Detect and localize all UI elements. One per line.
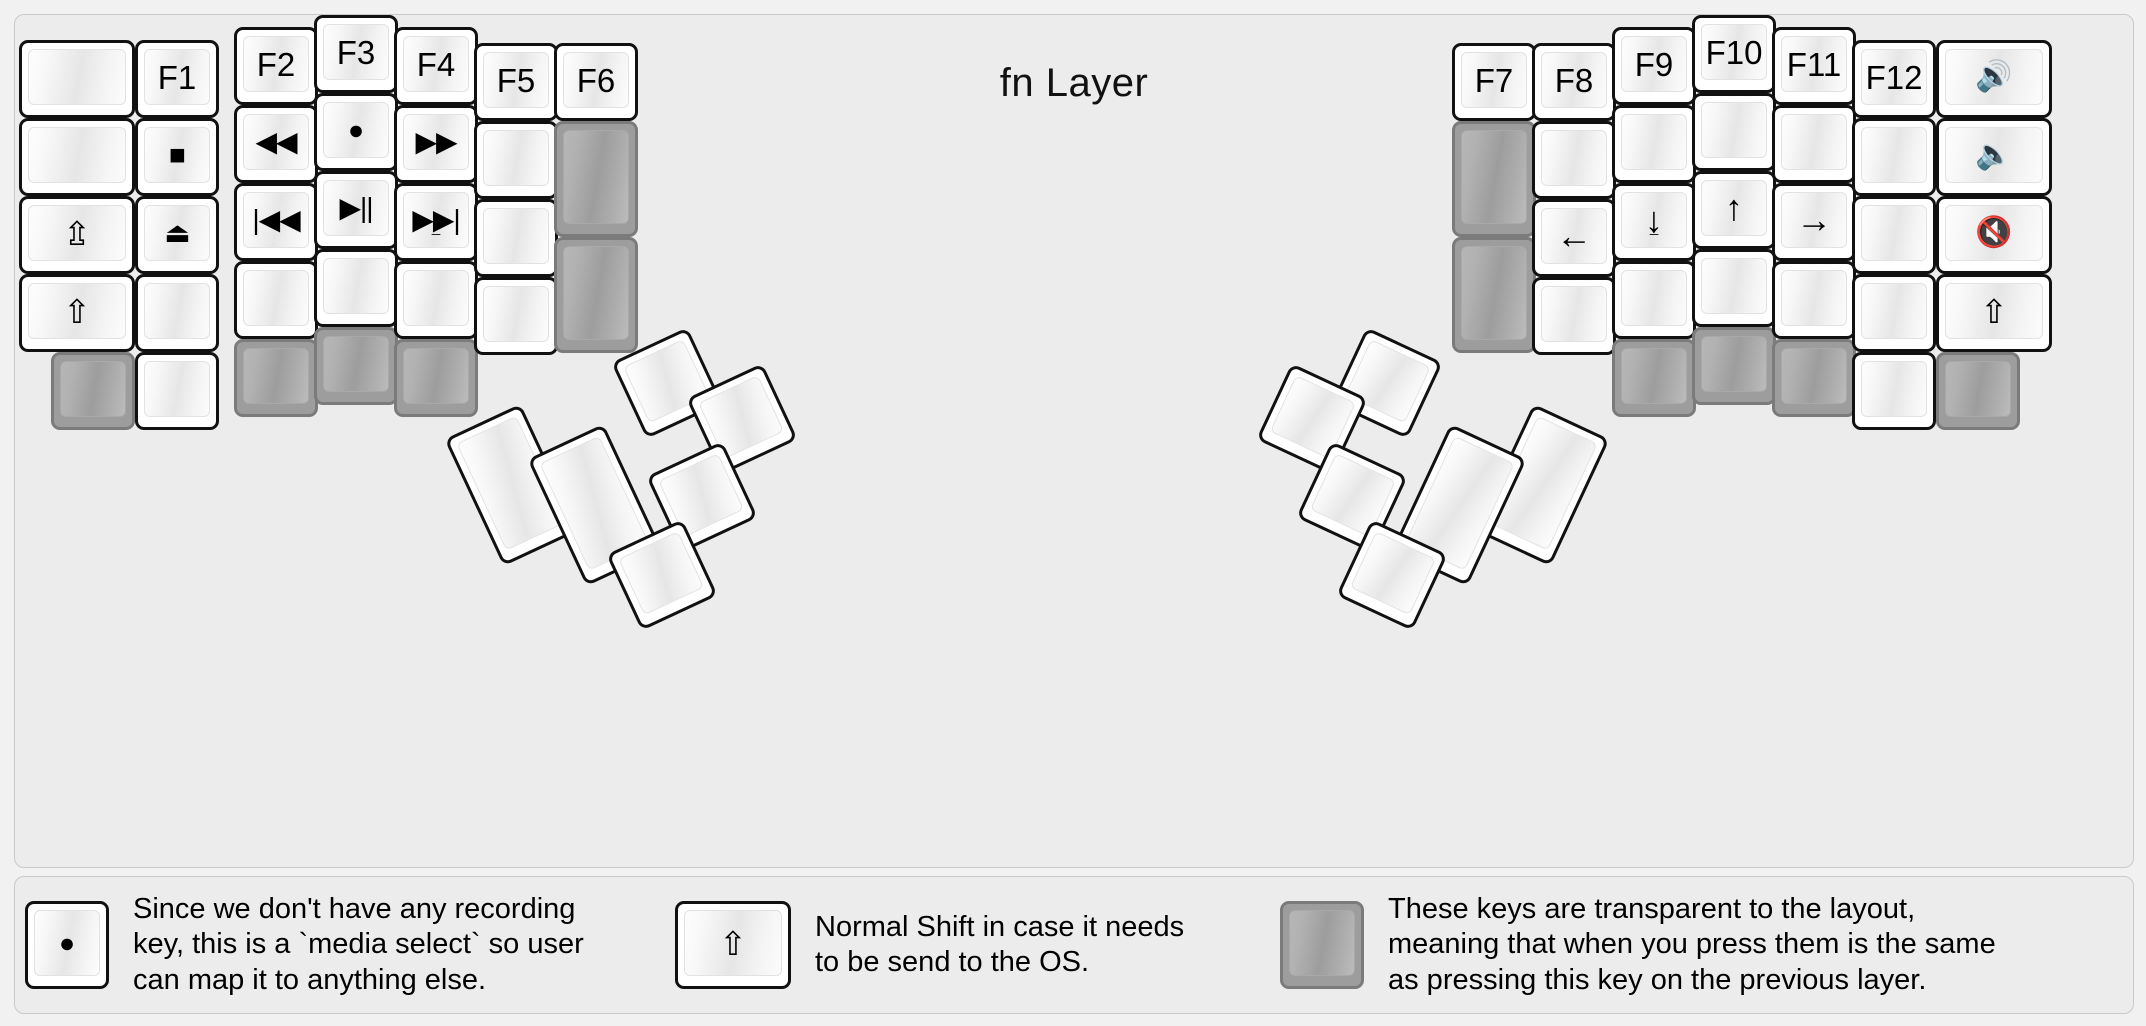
key-transparent-8[interactable] <box>1452 237 1536 353</box>
shift-icon: ⇧ <box>719 924 747 962</box>
key-transparent-10[interactable] <box>1692 327 1776 405</box>
legend-normal-shift: ⇧ Normal Shift in case it needs to be se… <box>675 889 1255 1001</box>
key-media-select[interactable]: ● <box>314 93 398 171</box>
key-transparent-3[interactable] <box>314 327 398 405</box>
key-rewind[interactable]: ◀◀ <box>234 105 318 183</box>
key-fast-forward[interactable]: ▶▶ <box>394 105 478 183</box>
key-f3[interactable]: F3 <box>314 15 398 93</box>
key-blank-14[interactable] <box>1612 261 1696 339</box>
arrow-left-icon: ← <box>1556 215 1592 256</box>
key-transparent-6[interactable] <box>554 237 638 353</box>
legend-transparent-keys-text: These keys are transparent to the layout… <box>1388 892 1996 996</box>
key-blank-13[interactable] <box>1612 105 1696 183</box>
legend-key-normal-shift[interactable]: ⇧ <box>675 901 791 989</box>
key-blank-17[interactable] <box>1772 105 1856 183</box>
key-caps-shift[interactable]: ⇫ <box>19 196 135 274</box>
key-blank-10[interactable] <box>474 277 558 355</box>
key-f4[interactable]: F4 <box>394 27 478 105</box>
key-transparent-11[interactable] <box>1772 339 1856 417</box>
shift-icon: ⇧ <box>1980 292 2008 330</box>
legend-bar: ● Since we don't have any recording key,… <box>14 876 2134 1014</box>
key-arrow-down[interactable]: ↓_ <box>1612 183 1696 261</box>
key-blank-3[interactable] <box>135 274 219 352</box>
media-next-track-icon: ▶▶| <box>412 204 460 235</box>
key-volume-down[interactable]: 🔈 <box>1936 118 2052 196</box>
key-blank-8[interactable] <box>474 121 558 199</box>
key-blank-16[interactable] <box>1692 249 1776 327</box>
media-stop-icon: ■ <box>169 139 186 170</box>
next-track-sublabel: _ <box>431 219 441 236</box>
key-f10[interactable]: F10 <box>1692 15 1776 93</box>
key-blank-12[interactable] <box>1532 277 1616 355</box>
key-f9[interactable]: F9 <box>1612 27 1696 105</box>
key-blank-22[interactable] <box>1852 352 1936 430</box>
media-rewind-icon: ◀◀ <box>255 126 297 157</box>
arrow-down-icon: ↓ <box>1645 199 1663 240</box>
key-blank-9[interactable] <box>474 199 558 277</box>
legend-transparent-keys: These keys are transparent to the layout… <box>1280 889 2120 1001</box>
key-transparent-12[interactable] <box>1936 352 2020 430</box>
key-f2[interactable]: F2 <box>234 27 318 105</box>
legend-media-select-text: Since we don't have any recording key, t… <box>133 892 584 996</box>
key-arrow-up[interactable]: ↑ <box>1692 171 1776 249</box>
key-f8[interactable]: F8 <box>1532 43 1616 121</box>
key-shift-r[interactable]: ⇧ <box>1936 274 2052 352</box>
media-fast-forward-icon: ▶▶ <box>415 126 457 157</box>
key-blank-2[interactable] <box>19 118 135 196</box>
key-blank-4[interactable] <box>135 352 219 430</box>
volume-mute-icon: 🔇 <box>1975 216 2013 249</box>
key-transparent-4[interactable] <box>394 339 478 417</box>
key-volume-mute[interactable]: 🔇 <box>1936 196 2052 274</box>
key-arrow-left[interactable]: ← <box>1532 199 1616 277</box>
key-f5[interactable]: F5 <box>474 43 558 121</box>
legend-media-select: ● Since we don't have any recording key,… <box>25 889 645 1001</box>
media-record-icon: ● <box>347 114 365 145</box>
key-eject[interactable]: ⏏ <box>135 196 219 274</box>
key-f6[interactable]: F6 <box>554 43 638 121</box>
keyboard-panel: fn Layer ⇫ ⇧ F1 ■ ⏏ F2 ◀◀ |◀◀ F3 ● ▶|| <box>14 14 2134 868</box>
shift-lock-icon: ⇫ <box>63 214 91 252</box>
key-transparent-7[interactable] <box>1452 121 1536 237</box>
key-f11[interactable]: F11 <box>1772 27 1856 105</box>
key-volume-up[interactable]: 🔊 <box>1936 40 2052 118</box>
key-arrow-right[interactable]: → <box>1772 183 1856 261</box>
key-blank-5[interactable] <box>234 261 318 339</box>
legend-normal-shift-text: Normal Shift in case it needs to be send… <box>815 910 1185 978</box>
key-blank-19[interactable] <box>1852 118 1936 196</box>
media-previous-track-icon: |◀◀ <box>252 204 300 235</box>
key-f1[interactable]: F1 <box>135 40 219 118</box>
key-transparent-9[interactable] <box>1612 339 1696 417</box>
volume-up-icon: 🔊 <box>1975 60 2013 93</box>
arrow-right-icon: → <box>1796 199 1832 240</box>
legend-key-media-select[interactable]: ● <box>25 901 109 989</box>
key-shift[interactable]: ⇧ <box>19 274 135 352</box>
media-play-pause-icon: ▶|| <box>339 192 373 223</box>
key-blank-21[interactable] <box>1852 274 1936 352</box>
key-blank-20[interactable] <box>1852 196 1936 274</box>
volume-down-icon: 🔈 <box>1975 138 2013 171</box>
key-blank-7[interactable] <box>394 261 478 339</box>
key-stop[interactable]: ■ <box>135 118 219 196</box>
key-blank-6[interactable] <box>314 249 398 327</box>
key-transparent-5[interactable] <box>554 121 638 237</box>
key-next-track[interactable]: ▶▶|_ <box>394 183 478 261</box>
legend-key-transparent[interactable] <box>1280 901 1364 989</box>
key-f7[interactable]: F7 <box>1452 43 1536 121</box>
key-blank-15[interactable] <box>1692 93 1776 171</box>
media-record-icon: ● <box>58 927 76 958</box>
key-transparent-1[interactable] <box>51 352 135 430</box>
key-blank-18[interactable] <box>1772 261 1856 339</box>
key-play-pause[interactable]: ▶|| <box>314 171 398 249</box>
key-transparent-2[interactable] <box>234 339 318 417</box>
shift-icon: ⇧ <box>63 292 91 330</box>
key-f12[interactable]: F12 <box>1852 40 1936 118</box>
key-blank-1[interactable] <box>19 40 135 118</box>
arrow-up-icon: ↑ <box>1725 187 1743 228</box>
media-eject-icon: ⏏ <box>164 217 190 248</box>
key-prev-track[interactable]: |◀◀ <box>234 183 318 261</box>
page-title: fn Layer <box>999 61 1149 105</box>
arrow-down-sublabel: _ <box>1649 219 1659 236</box>
key-blank-11[interactable] <box>1532 121 1616 199</box>
